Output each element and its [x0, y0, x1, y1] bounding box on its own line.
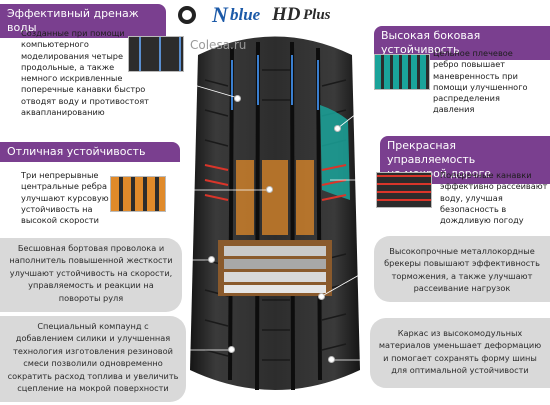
- carcass-line: и помогает сохранять форму шины: [383, 352, 537, 363]
- brand-logo: N blue HD Plus: [206, 2, 366, 28]
- stability-line: улучшают курсовую: [21, 192, 109, 203]
- drainage-tread-swatch: [128, 36, 184, 72]
- lateral-line: помощи улучшенного: [433, 81, 528, 92]
- lateral-line: маневренность при: [433, 70, 518, 81]
- drainage-line: отводят воду и противостоят: [21, 95, 149, 106]
- drainage-line: Созданные при помощи: [21, 28, 125, 38]
- pointer-lines: [159, 71, 411, 361]
- carcass-line: Каркас из высокомодульных: [397, 328, 523, 338]
- carcass-box: Каркас из высокомодульных материалов уме…: [370, 318, 550, 388]
- stability-line: высокой скорости: [21, 215, 99, 226]
- compound-box: Специальный компаунд с добавлением силик…: [0, 316, 186, 402]
- brand-blue: blue: [230, 5, 261, 24]
- pointer-dot: [318, 293, 325, 300]
- orange-ribs: [236, 160, 314, 235]
- wet-handling-text: Поперечные канавки эффективно рассеивают…: [440, 170, 550, 226]
- drainage-line: немного искривленные: [21, 73, 123, 84]
- drainage-line: моделирования четыре: [21, 50, 124, 61]
- compound-line: технология изготовления резиновой: [13, 345, 173, 356]
- wet-handling-line: безопасность в: [440, 203, 507, 214]
- pointer-dot: [328, 356, 335, 363]
- pointer-dot: [234, 95, 241, 102]
- compound-line: сцепление на мокрой поверхности: [17, 383, 169, 394]
- wet-handling-line: эффективно рассеивают: [440, 181, 548, 192]
- pointer-dot: [266, 186, 273, 193]
- water-arrows: [231, 55, 319, 110]
- lateral-text: Цельное плечевое ребро повышает маневрен…: [433, 48, 550, 116]
- steel-breakers-line: торможения, а также улучшают: [391, 270, 533, 281]
- drainage-line: поперечные канавки быстро: [21, 84, 146, 95]
- wet-handling-line: дождливую погоду: [440, 215, 524, 226]
- groove-2: [255, 41, 260, 391]
- lateral-line: распределения: [433, 93, 500, 104]
- cutaway: [218, 240, 332, 296]
- carcass-line: для оптимальной устойчивости: [391, 365, 529, 376]
- wet-tread-swatch: [376, 172, 432, 208]
- brand-hd: HD: [272, 4, 301, 25]
- drainage-text: Созданные при помощи компьютерного модел…: [21, 28, 151, 118]
- pointer-dot: [208, 256, 215, 263]
- pointer-dot: [228, 346, 235, 353]
- lateral-line: давления: [433, 104, 475, 115]
- carcass-line: материалов уменьшает деформацию: [378, 340, 542, 351]
- brand-plus: Plus: [303, 7, 331, 23]
- wet-handling-line: Поперечные канавки: [440, 170, 532, 180]
- drainage-title: Эффективный дренаж воды: [0, 4, 166, 38]
- lateral-line: ребро повышает: [433, 59, 506, 70]
- steel-breakers-line: брекеры повышают эффективность: [384, 258, 540, 269]
- bead-wire-line: управляемость и реакции на: [28, 280, 154, 291]
- drainage-line: аквапланированию: [21, 107, 105, 118]
- brand-ring-icon: [178, 6, 196, 24]
- red-lines: [204, 164, 347, 201]
- teal-shoulder: [320, 105, 350, 200]
- groove-1: [228, 47, 234, 381]
- sipes: [204, 69, 347, 361]
- stability-tread-swatch: [110, 176, 166, 212]
- groove-3: [290, 41, 295, 391]
- stability-line: центральные ребра: [21, 181, 107, 192]
- compound-line: Специальный компаунд с: [37, 321, 149, 331]
- stability-line: устойчивость на: [21, 203, 93, 214]
- drainage-line: компьютерного: [21, 39, 89, 50]
- bead-wire-line: улучшают устойчивость на скорости,: [9, 267, 173, 278]
- pointer-dot: [334, 125, 341, 132]
- compound-line: смеси позволили одновременно: [23, 358, 163, 369]
- stability-text: Три непрерывные центральные ребра улучша…: [21, 170, 111, 226]
- compound-line: добавлением силики и улучшенная: [15, 333, 171, 344]
- brand-n: N: [212, 2, 228, 27]
- lateral-title: Высокая боковая устойчивость: [374, 26, 550, 60]
- stability-title: Отличная устойчивость: [0, 142, 180, 162]
- bead-wire-line: повороты руля: [58, 292, 124, 303]
- wet-handling-title-line: Прекрасная управляемость: [387, 139, 476, 166]
- stability-line: Три непрерывные: [21, 170, 99, 180]
- steel-breakers-line: рассеивание нагрузок: [413, 283, 511, 294]
- lateral-tread-swatch: [374, 54, 430, 90]
- groove-4: [316, 47, 322, 381]
- steel-breakers-box: Высокопрочные металлокордные брекеры пов…: [374, 236, 550, 302]
- tire-body: [190, 36, 360, 390]
- bead-wire-line: наполнитель повышенной жесткости: [9, 255, 173, 266]
- steel-breakers-line: Высокопрочные металлокордные: [389, 246, 535, 256]
- drainage-line: продольные, а также: [21, 61, 115, 72]
- lateral-line: Цельное плечевое: [433, 48, 513, 58]
- wet-handling-line: воду, улучшая: [440, 192, 503, 203]
- compound-line: сократить расход топлива и увеличить: [7, 370, 179, 381]
- watermark: Colesa.ru: [190, 38, 247, 52]
- bead-wire-box: Бесшовная бортовая проволока и наполните…: [0, 238, 182, 312]
- bead-wire-line: Бесшовная бортовая проволока и: [17, 243, 165, 253]
